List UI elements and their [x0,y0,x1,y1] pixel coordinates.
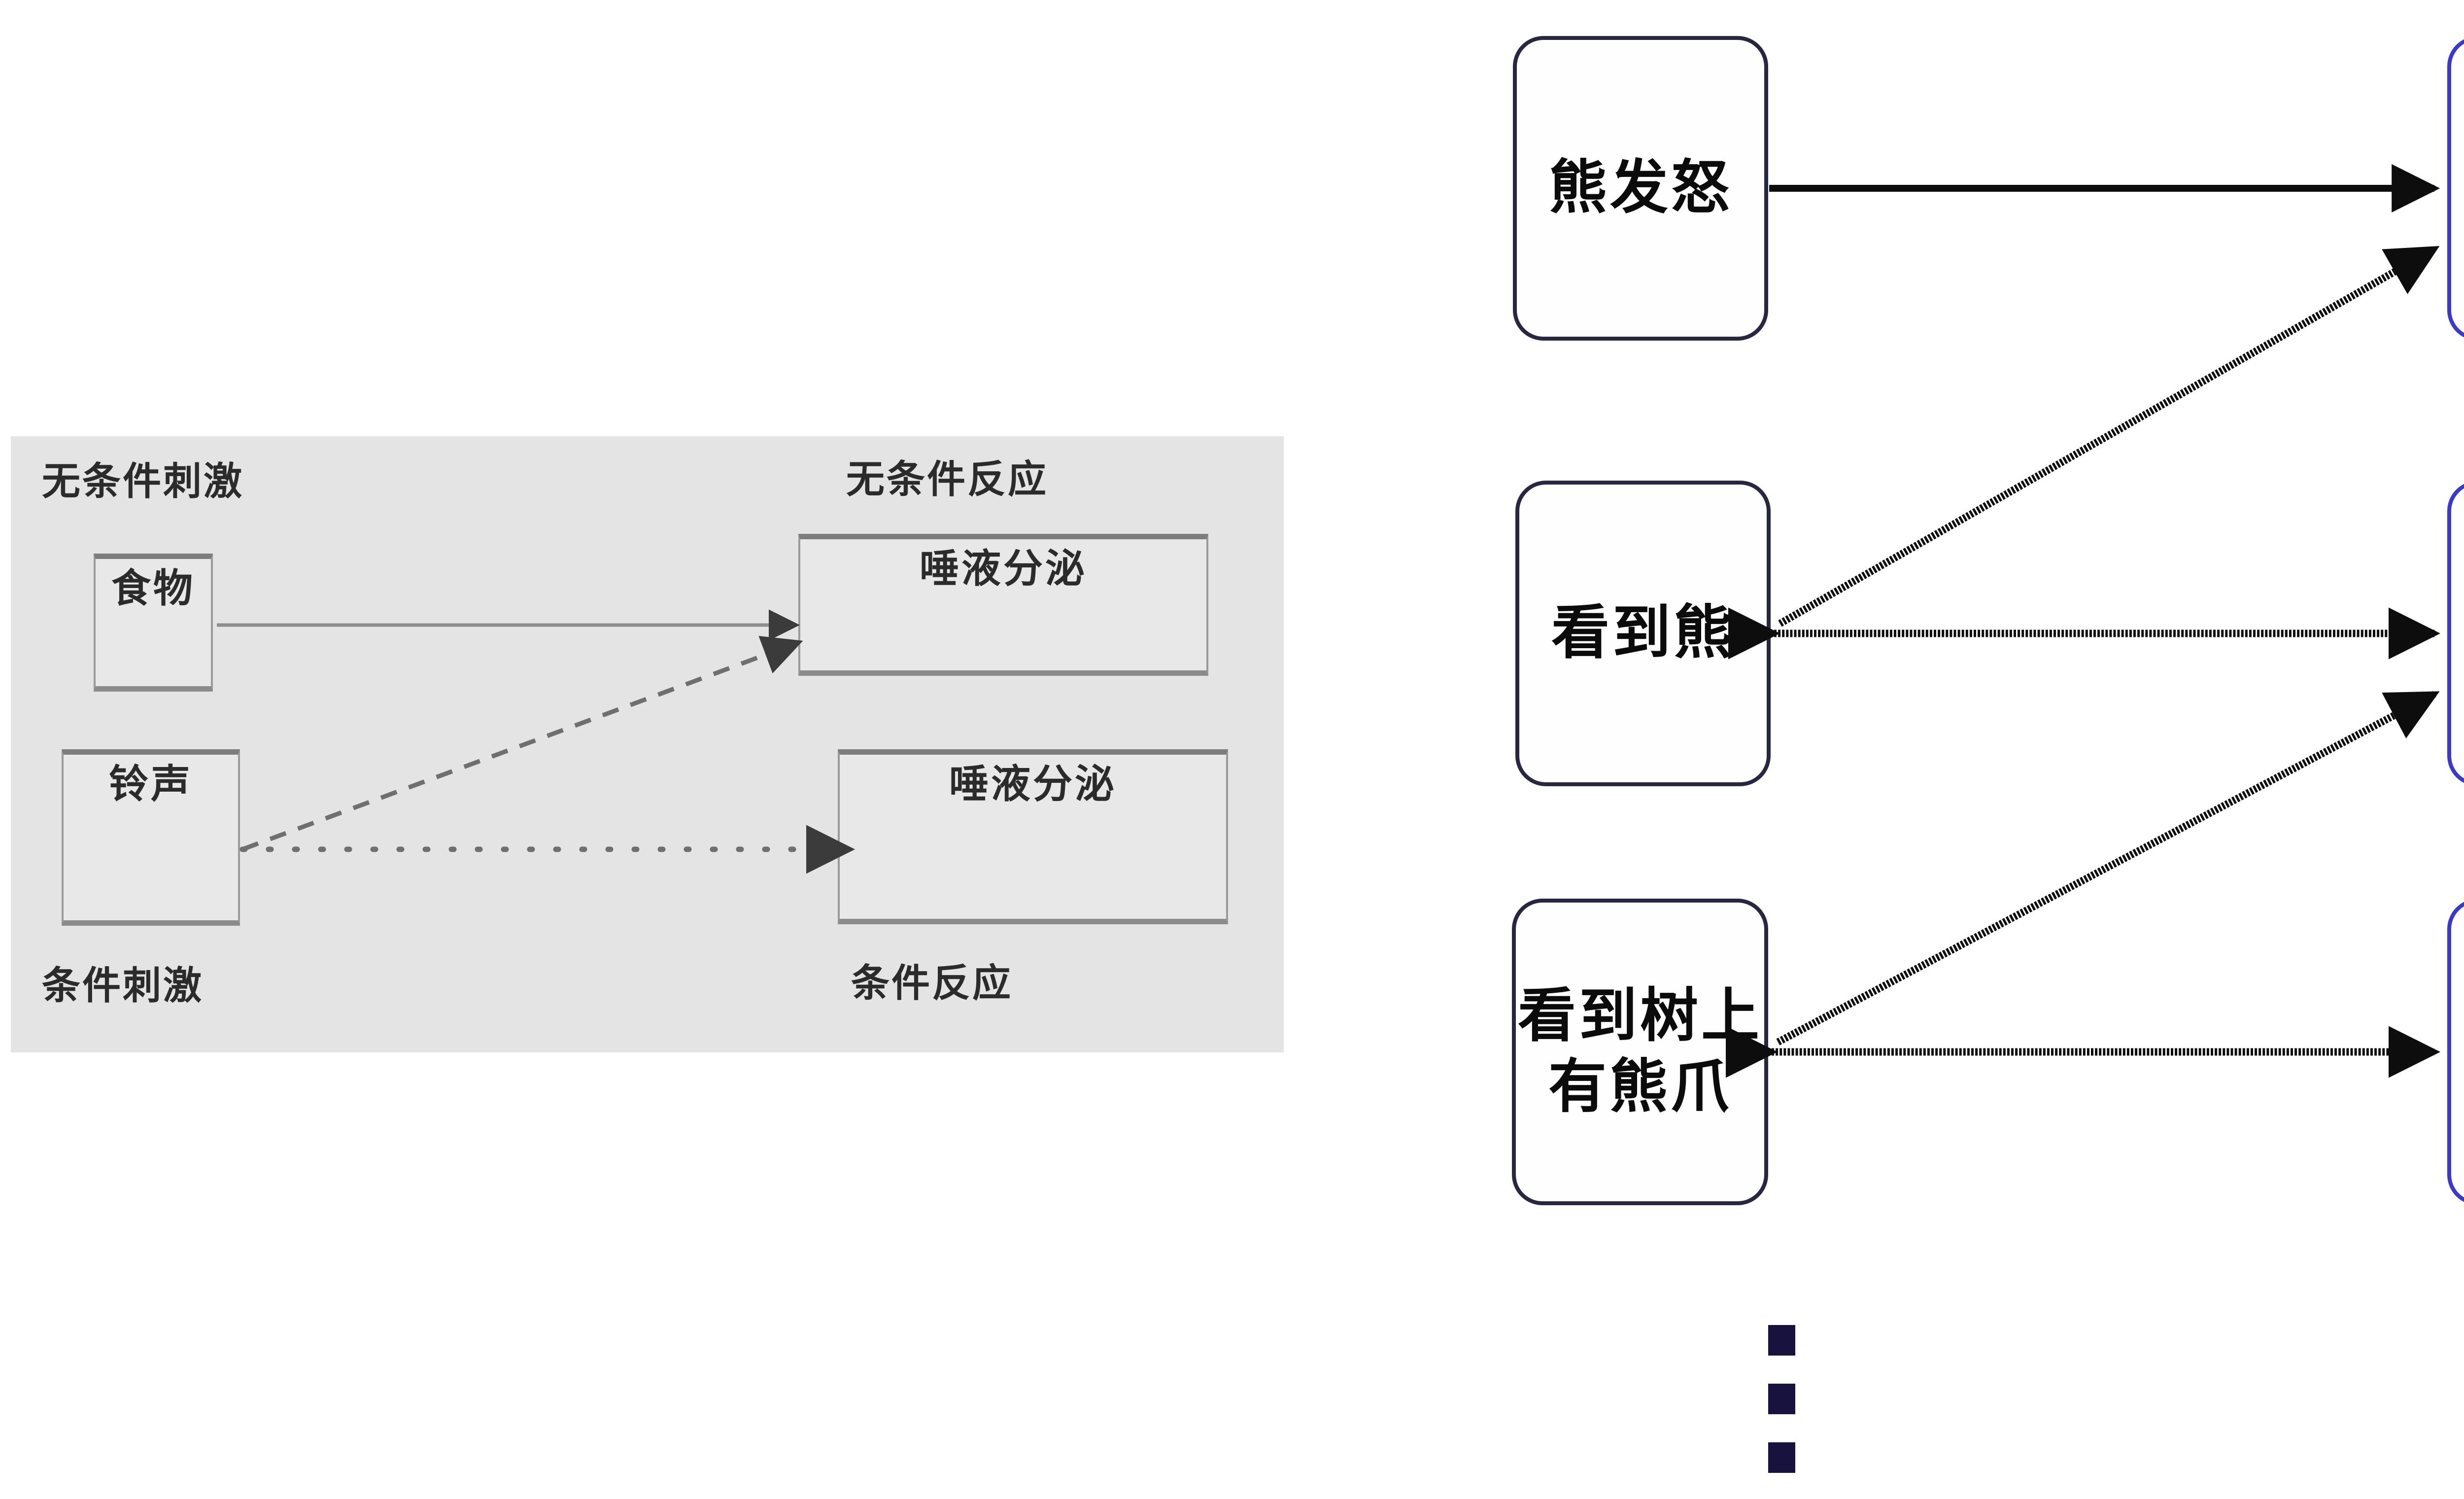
label-unconditioned-stimulus: 无条件刺激 [42,459,244,503]
node-state-row2-label: 看到熊 [1551,600,1735,666]
rl-value-propagation-diagram: 熊发怒 看到熊 看到树上 有熊爪 奖励 V(s′) V(s) [1429,0,2464,1499]
box-food: 食物 [94,554,213,692]
node-value-row1[interactable]: 奖励 [2447,36,2464,341]
node-state-row3[interactable]: 看到树上 有熊爪 [1512,899,1768,1205]
node-state-row2[interactable]: 看到熊 [1515,481,1771,786]
ellipsis-dot [1768,1442,1795,1473]
label-unconditioned-response: 无条件反应 [846,457,1049,501]
pavlov-arrow-layer [217,609,855,874]
ellipsis-dot [1768,1384,1795,1414]
arrow-bell-to-unconditioned-response-dashed [241,636,803,852]
bootstrap-link-row3-to-row2 [1776,691,2440,1046]
box-salivation-conditioned-label: 唾液分泌 [949,762,1117,806]
bootstrap-link-row2-to-row1 [1778,245,2440,627]
box-food-label: 食物 [111,566,195,610]
ellipsis-left-column [1768,1325,1795,1473]
node-state-row1[interactable]: 熊发怒 [1513,36,1768,341]
label-conditioned-stimulus: 条件刺激 [42,964,204,1007]
box-salivation-unconditioned-label: 唾液分泌 [920,547,1087,591]
box-salivation-conditioned: 唾液分泌 [838,749,1228,924]
box-bell-label: 铃声 [109,762,193,806]
node-value-row2[interactable]: V(s′) [2447,481,2464,786]
label-conditioned-response: 条件反应 [851,961,1013,1005]
node-value-row3[interactable]: V(s) [2447,899,2464,1205]
node-state-row3-label: 看到树上 有熊爪 [1517,983,1762,1119]
box-salivation-unconditioned: 唾液分泌 [798,534,1208,676]
ellipsis-dot [1768,1325,1795,1356]
node-state-row1-label: 熊发怒 [1548,155,1732,221]
box-bell: 铃声 [62,749,240,926]
classical-conditioning-panel: 无条件刺激 无条件反应 条件刺激 条件反应 食物 唾液分泌 铃声 唾液分泌 [11,436,1284,1052]
